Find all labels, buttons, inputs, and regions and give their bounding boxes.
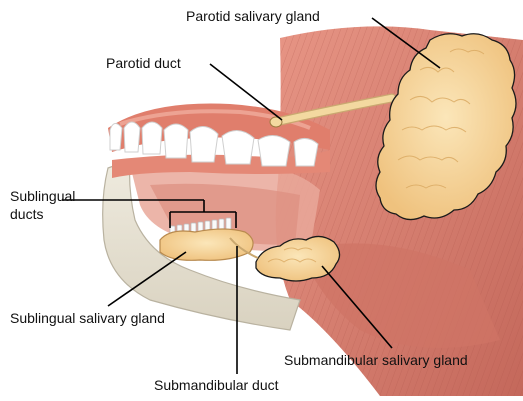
label-submandibular-duct: Submandibular duct	[154, 377, 279, 394]
label-sublingual-ducts-line2: ducts	[10, 206, 43, 223]
label-sublingual-gland: Sublingual salivary gland	[10, 310, 165, 327]
label-parotid-duct: Parotid duct	[106, 55, 181, 72]
sublingual-gland	[160, 229, 253, 260]
label-sublingual-ducts-line1: Sublingual	[10, 188, 75, 205]
label-submandibular-gland: Submandibular salivary gland	[284, 352, 468, 369]
label-parotid-gland: Parotid salivary gland	[186, 8, 320, 25]
